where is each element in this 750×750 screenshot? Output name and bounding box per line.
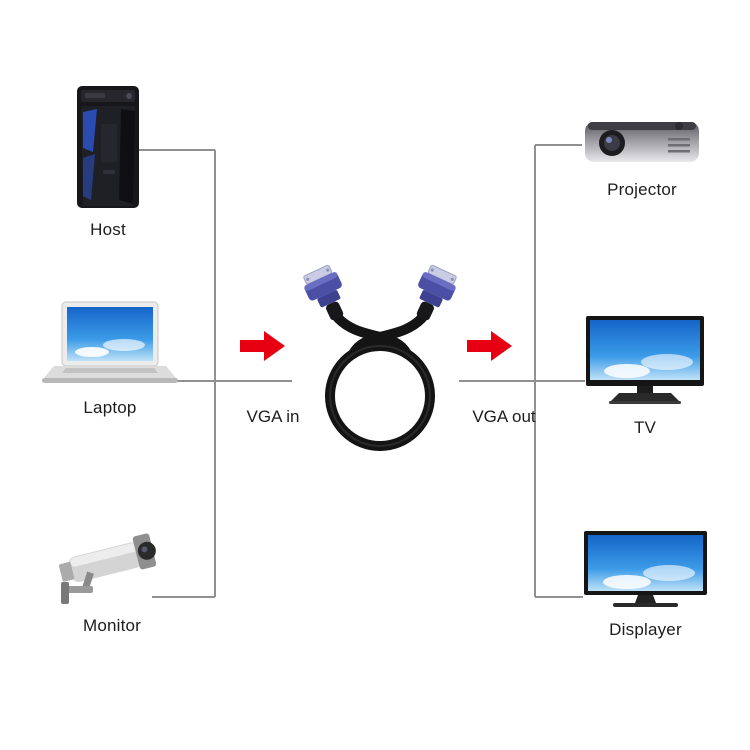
host-label: Host	[90, 220, 126, 239]
vga-out-label: VGA out	[472, 407, 536, 426]
device-laptop: Laptop	[40, 300, 180, 418]
vga-connector-right	[416, 264, 457, 321]
arrow-right-icon	[240, 331, 285, 361]
vga-cable-icon	[303, 264, 457, 451]
monitor-label: Monitor	[82, 616, 142, 635]
laptop-label: Laptop	[83, 398, 137, 417]
tv-icon	[586, 316, 704, 404]
security-camera-icon	[58, 533, 156, 604]
device-monitor: Monitor	[52, 528, 172, 636]
display-monitor-icon	[584, 531, 707, 607]
pc-tower-icon	[77, 86, 139, 208]
device-projector: Projector	[582, 112, 702, 200]
device-host: Host	[58, 82, 158, 240]
tv-label: TV	[633, 418, 657, 437]
projector-icon	[585, 122, 699, 162]
laptop-icon	[42, 301, 178, 383]
vga-cable	[285, 256, 475, 466]
displayer-label: Displayer	[609, 620, 682, 639]
arrow-right-icon	[467, 331, 512, 361]
device-tv: TV	[585, 315, 705, 438]
device-displayer: Displayer	[583, 530, 708, 640]
vga-in-label: VGA in	[246, 407, 300, 426]
vga-connector-left	[303, 264, 344, 321]
projector-label: Projector	[607, 180, 677, 199]
